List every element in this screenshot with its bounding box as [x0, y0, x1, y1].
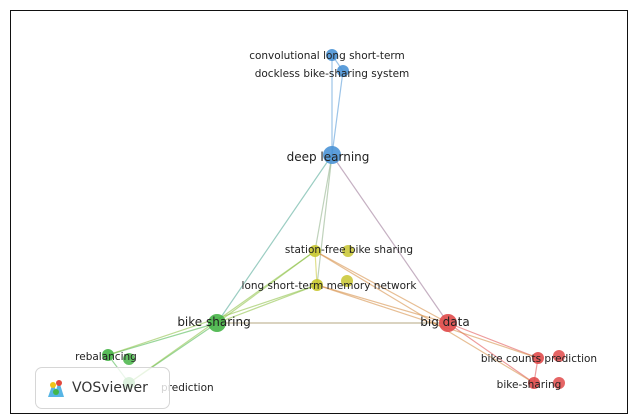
- network-node-rebalancing[interactable]: [102, 349, 114, 361]
- network-link: [316, 154, 333, 286]
- network-node-secondary: [342, 245, 354, 257]
- network-link: [316, 284, 449, 324]
- network-node-secondary: [123, 353, 135, 365]
- network-node-bigdata[interactable]: [439, 314, 457, 332]
- node-label-bikesharing[interactable]: bike sharing: [177, 315, 250, 329]
- node-label-cnn[interactable]: convolutional long short-term: [249, 50, 405, 62]
- network-link: [331, 154, 449, 324]
- nodes-layer: [102, 49, 565, 389]
- node-label-bike_sharing2[interactable]: bike-sharing: [497, 379, 562, 391]
- node-label-bigdata[interactable]: big data: [420, 315, 469, 329]
- network-node-cnn[interactable]: [326, 49, 338, 61]
- vosviewer-logo-icon: [48, 380, 64, 397]
- vosviewer-brand-label: VOSviewer: [72, 380, 148, 396]
- node-label-countspred[interactable]: bike counts prediction: [481, 353, 597, 365]
- labels-layer: convolutional long short-term dockless bi…: [75, 50, 597, 394]
- node-label-prediction[interactable]: prediction: [161, 382, 214, 394]
- links-layer: [107, 54, 539, 384]
- node-label-dockless[interactable]: dockless bike-sharing system: [255, 68, 410, 80]
- vosviewer-badge[interactable]: VOSviewer: [35, 367, 170, 409]
- network-visualization-frame: convolutional long short-term dockless bi…: [10, 10, 628, 414]
- network-node-secondary: [341, 275, 353, 287]
- network-link: [331, 70, 344, 156]
- network-node-secondary: [553, 377, 565, 389]
- network-node-bike_sharing2[interactable]: [528, 377, 540, 389]
- network-link: [216, 284, 318, 324]
- network-link: [447, 322, 539, 359]
- network-node-stationfree[interactable]: [309, 245, 321, 257]
- network-node-deep[interactable]: [323, 146, 341, 164]
- node-label-stationfree[interactable]: station-free bike sharing: [285, 244, 413, 256]
- network-node-lstm[interactable]: [311, 279, 323, 291]
- network-link: [216, 154, 333, 324]
- keyword-network-graph[interactable]: convolutional long short-term dockless bi…: [11, 11, 627, 413]
- network-link: [107, 322, 218, 356]
- node-label-deep[interactable]: deep learning: [287, 150, 370, 164]
- node-label-lstm[interactable]: long short-term memory network: [242, 280, 418, 292]
- node-label-rebalancing[interactable]: rebalancing: [75, 351, 137, 363]
- network-link: [316, 284, 539, 359]
- network-node-dockless[interactable]: [337, 65, 349, 77]
- network-link: [314, 154, 333, 252]
- network-link: [314, 250, 535, 384]
- network-node-countspred[interactable]: [532, 352, 544, 364]
- network-link: [314, 250, 449, 324]
- network-node-secondary: [553, 350, 565, 362]
- network-node-bikesharing[interactable]: [208, 314, 226, 332]
